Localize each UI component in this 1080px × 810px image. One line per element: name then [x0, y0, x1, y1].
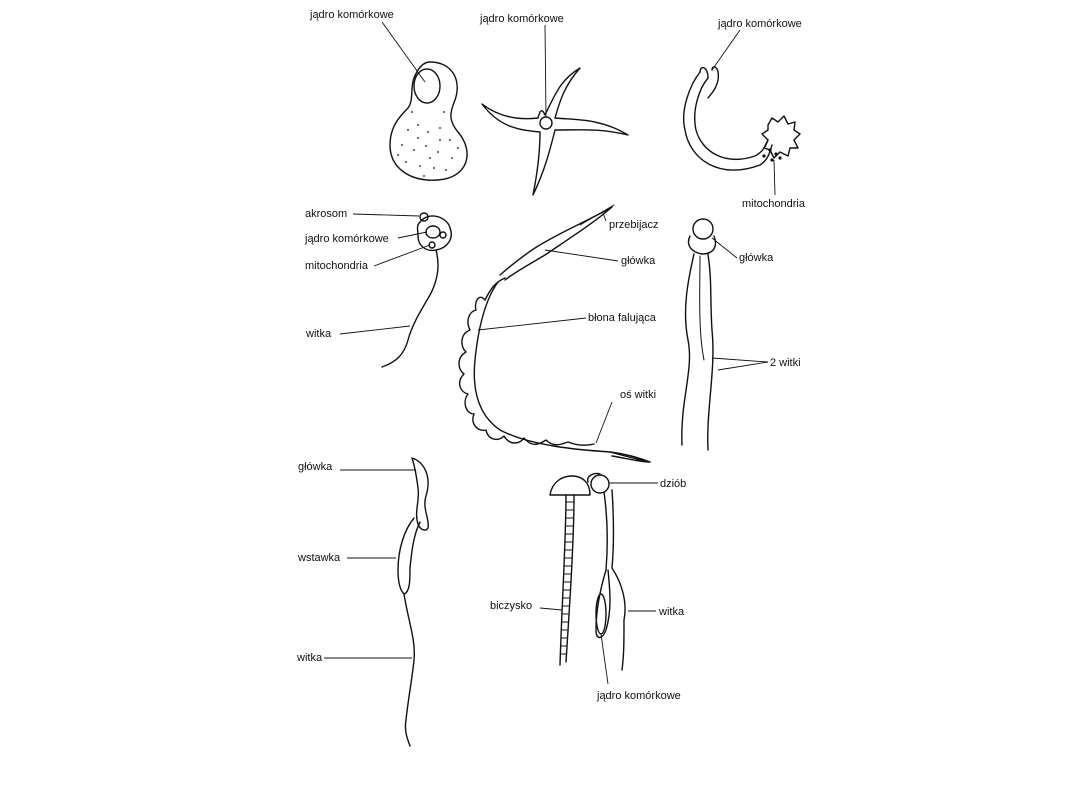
cell-1-round-sperm: jądro komórkowe [309, 9, 468, 181]
cell-1-nucleus [413, 68, 441, 104]
cell-6-head-base [687, 235, 717, 255]
cell-2-nucleus-leader [544, 24, 547, 118]
cell-5-undulating-membrane-sperm: przebijacz główka błona falująca oś witk… [458, 204, 659, 463]
cell-7-hooked-sperm: główka wstawka witka [296, 457, 430, 747]
cell-6-head-top [692, 218, 714, 240]
cell-4-flagellum-label: witka [305, 328, 332, 340]
cell-1-cytoplasm-dots [397, 111, 459, 177]
cell-3-head-loops [699, 66, 720, 99]
cell-8-rod-label: biczysko [490, 600, 532, 612]
cell-3-nucleus-label: jądro komórkowe [717, 18, 802, 30]
cell-3-mitochondria-leader [773, 159, 776, 196]
cell-8-right-body [595, 489, 626, 671]
cell-5-flagellum-axis [473, 281, 651, 463]
cell-6-flagellum-1 [681, 253, 695, 446]
cell-7-midpiece [397, 517, 421, 595]
cell-7-flagellum [403, 593, 416, 747]
cell-4-acrosome-label: akrosom [305, 208, 347, 220]
cell-4-flagellum [381, 249, 439, 368]
cell-7-head-label: główka [298, 461, 333, 473]
cell-5-axis-label: oś witki [620, 389, 656, 401]
cell-8-beak [590, 474, 610, 494]
cell-7-midpiece-label: wstawka [297, 552, 341, 564]
cell-6-two-flagella-label: 2 witki [770, 357, 801, 369]
cell-6-head-label: główka [739, 252, 774, 264]
cell-2-outline [481, 67, 629, 196]
cell-8-nucleus-label: jądro komórkowe [596, 690, 681, 702]
cell-8-right-cap [587, 472, 601, 483]
cell-4-nucleus-label: jądro komórkowe [304, 233, 389, 245]
cell-8-rod-segments [560, 501, 574, 655]
cell-2-star-sperm: jądro komórkowe [479, 13, 629, 196]
cell-3-body [683, 71, 773, 171]
cell-8-beak-label: dziób [660, 478, 686, 490]
cell-8-flagellum-label: witka [658, 606, 685, 618]
cell-1-nucleus-leader [381, 21, 426, 83]
cell-5-membrane-outer [458, 277, 595, 447]
cell-5-perforator [579, 204, 615, 226]
cell-5-head [499, 206, 613, 281]
cell-4-nucleus [425, 225, 441, 239]
cell-8-left-stalk [559, 494, 575, 666]
cell-5-perforator-label: przebijacz [609, 219, 659, 231]
cell-7-flagellum-label: witka [296, 652, 323, 664]
cell-5-flagellum-end [609, 451, 651, 463]
cell-5-membrane-label: błona falująca [588, 312, 657, 324]
cell-3-hook-sperm: jądro komórkowe mitochondria [683, 18, 806, 210]
cell-4-acrosome [419, 212, 429, 222]
cell-3-nucleus-leader [711, 29, 741, 71]
cell-8-mushroom-sperm: dziób biczysko witka jądro komórkowe [490, 472, 686, 702]
cell-6-flagellum-2 [707, 253, 714, 451]
cell-4-flagellate-sperm: akrosom jądro komórkowe mitochondria wit… [304, 208, 452, 368]
cell-6-flagellum-inner [699, 255, 705, 361]
cell-8-left-cap [549, 475, 591, 496]
cell-4-mitochondrion-1 [439, 231, 447, 239]
cell-6-two-flagella-sperm: główka 2 witki [681, 218, 801, 451]
cell-1-outline [389, 61, 468, 181]
cell-3-mitochondria-label: mitochondria [742, 198, 806, 210]
cell-3-mitochondria-cluster [761, 115, 801, 159]
cell-1-nucleus-label: jądro komórkowe [309, 9, 394, 21]
cell-7-head [411, 457, 430, 531]
cell-5-head-label: główka [621, 255, 656, 267]
cell-2-nucleus [539, 116, 553, 130]
cell-4-mitochondria-label: mitochondria [305, 260, 369, 272]
cell-2-nucleus-label: jądro komórkowe [479, 13, 564, 25]
